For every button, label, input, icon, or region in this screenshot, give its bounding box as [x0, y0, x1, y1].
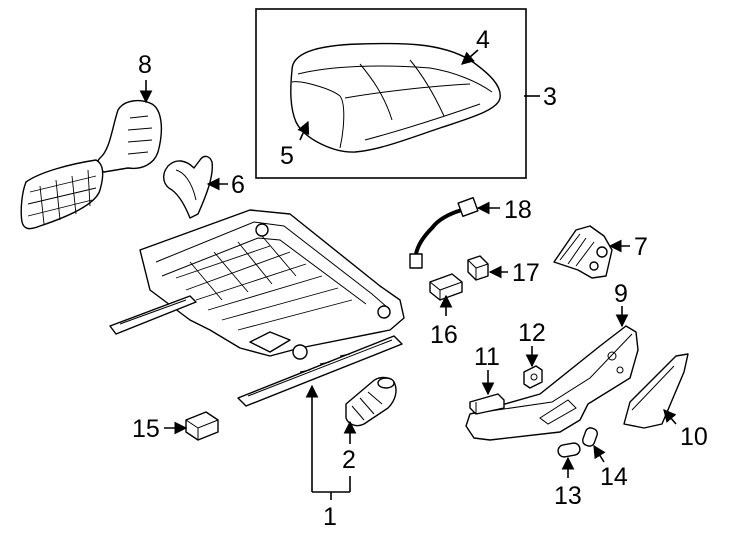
callout-3: 3 [543, 83, 557, 111]
leader-5 [297, 120, 310, 141]
clip-17[interactable] [467, 255, 489, 281]
leader-14 [593, 444, 606, 463]
recliner-mechanism[interactable] [553, 225, 613, 279]
callout-11: 11 [474, 343, 500, 371]
callout-14: 14 [600, 463, 628, 491]
leader-10 [663, 409, 677, 425]
leader-4 [461, 49, 479, 65]
switch-knob-15[interactable] [185, 411, 219, 441]
callout-13: 13 [554, 482, 582, 510]
callout-6: 6 [231, 171, 245, 199]
wire-harness[interactable] [409, 196, 479, 269]
callout-12: 12 [518, 319, 546, 347]
callout-8: 8 [138, 51, 152, 79]
backrest-bracket[interactable] [162, 155, 213, 219]
leader-lines [139, 49, 677, 500]
callout-4: 4 [476, 26, 490, 54]
callout-15: 15 [132, 415, 160, 443]
callout-18: 18 [504, 196, 532, 224]
callout-7: 7 [634, 233, 648, 261]
callout-1: 1 [323, 503, 337, 531]
callout-9: 9 [614, 280, 628, 308]
knob-14[interactable] [581, 426, 599, 447]
callout-5: 5 [280, 142, 294, 170]
seat-frame-assembly[interactable] [109, 209, 405, 407]
side-cover[interactable] [623, 353, 689, 429]
callout-16: 16 [430, 321, 458, 349]
seat-motor[interactable] [345, 376, 397, 427]
seat-cushion-pad[interactable] [290, 42, 501, 153]
seat-back-cover[interactable] [20, 99, 163, 230]
callout-10: 10 [680, 423, 708, 451]
cushion-callout-box [255, 8, 527, 179]
knob-12[interactable] [523, 365, 543, 389]
side-shield[interactable] [465, 325, 639, 441]
knob-11[interactable] [469, 393, 505, 415]
callout-labels: 1 2 3 4 5 6 7 8 9 10 11 12 13 14 15 16 1… [132, 26, 708, 531]
callout-2: 2 [342, 446, 356, 474]
callout-17: 17 [512, 259, 540, 287]
knob-13[interactable] [557, 442, 581, 458]
